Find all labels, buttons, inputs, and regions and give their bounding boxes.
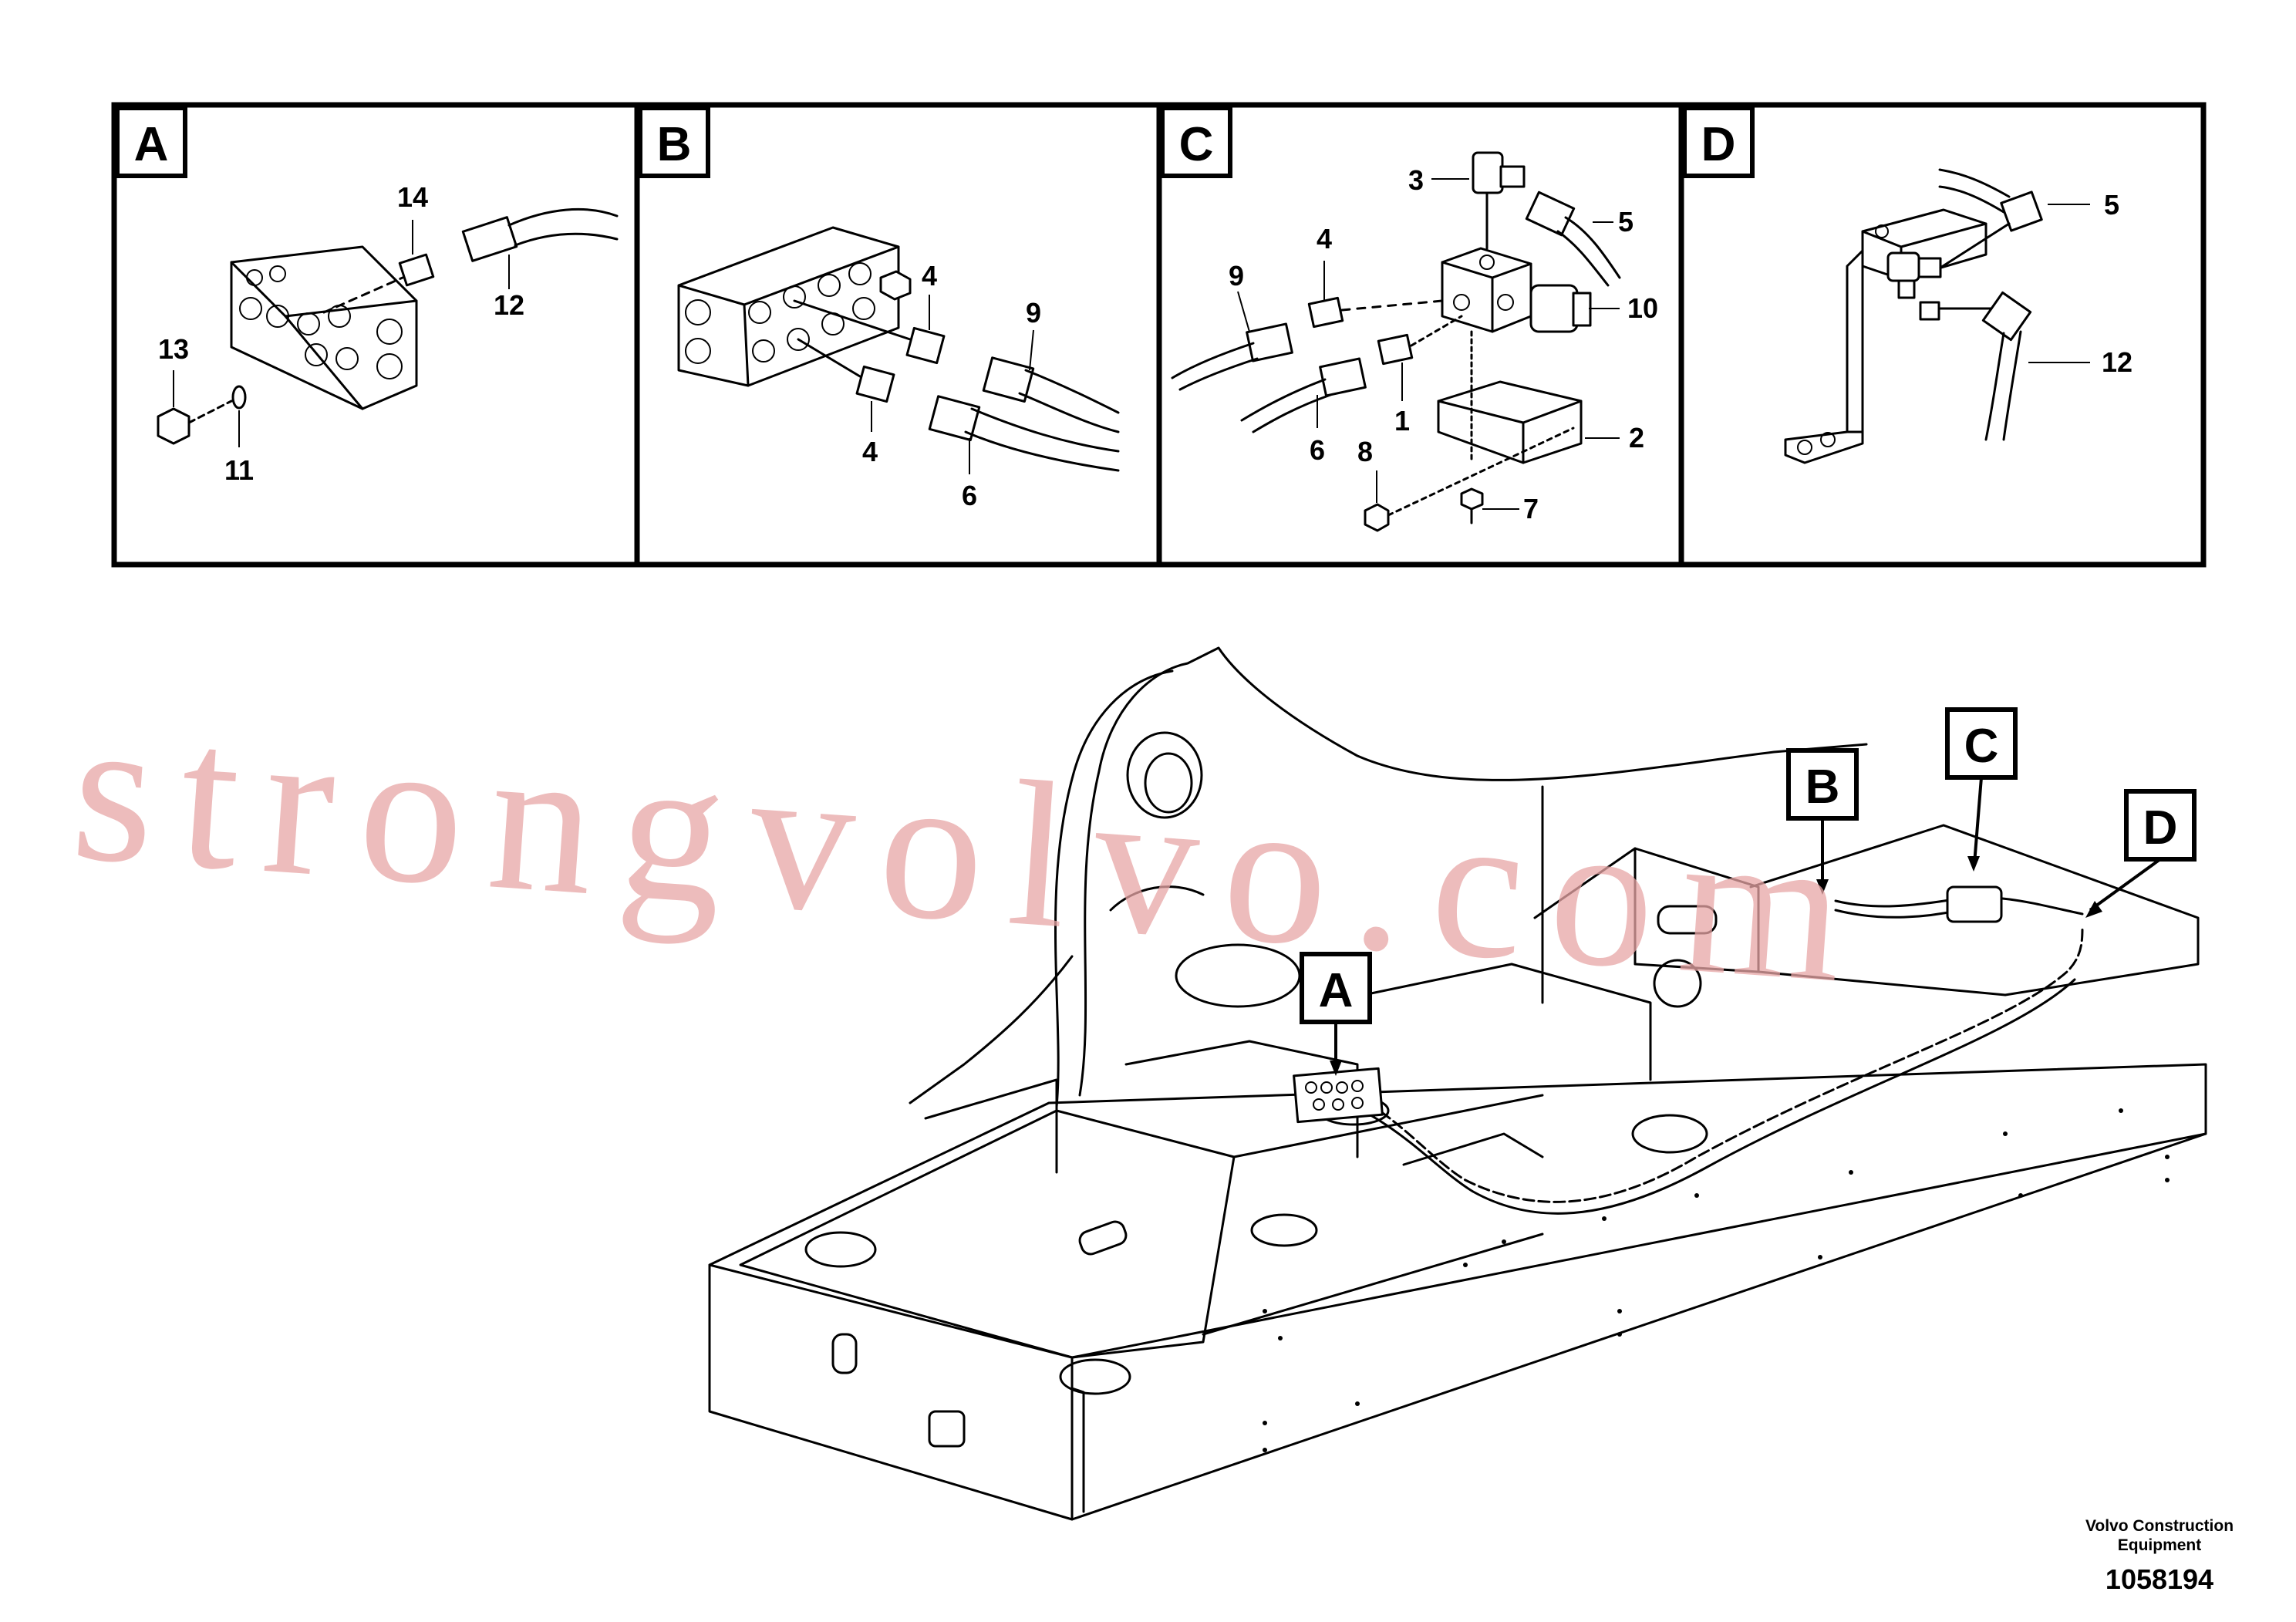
panel-d-hose-5 [1938,168,2043,269]
part-label-7: 7 [1523,493,1539,524]
panel-a-fitting-14 [322,253,435,314]
part-label-4: 4 [922,260,937,292]
overview-callout-a: A [1300,952,1372,1076]
panel-c-valve-body [1441,247,1532,333]
svg-text:C: C [1964,720,1999,773]
panel-b: B [638,106,1120,511]
detail-panels [111,102,2207,568]
panel-c-hose-5 [1525,191,1621,287]
footer: Volvo Construction Equipment 1058194 [2085,1517,2234,1595]
panel-b-fitting-4-upper [793,299,946,365]
panel-c-solenoid-10 [1529,284,1592,333]
panel-d-letter-box [1682,106,1755,178]
part-label-9: 9 [1026,297,1041,329]
svg-text:D: D [2143,801,2178,855]
part-label-1: 1 [1394,405,1410,437]
overview-callout-d: D [2085,789,2197,918]
panel-b-fitting-4-lower [797,338,895,403]
panel-c-letter-box [1160,106,1232,178]
panel-a: A [115,106,619,486]
panel-d-letter: D [1701,118,1736,171]
panel-c-elbow-3 [1472,151,1526,250]
panel-b-letter-box [638,106,710,178]
panel-a-washer-11 [231,385,247,410]
part-label-10: 10 [1627,292,1658,324]
part-label-12: 12 [2102,346,2132,378]
part-label-9: 9 [1229,260,1244,292]
panel-b-letter: B [657,118,692,171]
part-label-12: 12 [494,289,524,321]
part-label-6: 6 [1310,434,1325,466]
part-label-6: 6 [962,480,977,511]
overview-machine-frame [708,646,2207,1521]
svg-text:A: A [1319,964,1354,1017]
part-label-4: 4 [862,436,878,467]
panel-d-tee-fitting [1886,251,1942,321]
watermark: strongvolvo.com [66,673,1877,1028]
part-label-2: 2 [1629,422,1644,454]
panel-a-plug-13 [157,400,233,445]
part-label-3: 3 [1408,164,1424,196]
panel-c-letter: C [1179,118,1214,171]
panel-c-screw-8 [1364,427,1575,532]
panel-c: C [1160,106,1658,532]
part-label-4: 4 [1317,223,1332,255]
svg-text:B: B [1805,760,1840,814]
brand-line-2: Equipment [2118,1536,2202,1554]
panel-b-hose-9 [982,356,1120,433]
panel-d-hose-12 [1937,291,2032,441]
overview-callout-b: B [1786,748,1859,895]
panel-c-fitting-1 [1377,315,1463,366]
part-label-11: 11 [224,454,254,486]
part-label-14: 14 [397,181,428,213]
panel-a-letter: A [134,118,169,171]
panel-c-hose-9 [1171,322,1293,391]
overview-callout-c: C [1945,707,2018,872]
brand-line-1: Volvo Construction [2085,1517,2234,1535]
panel-b-hose-6 [928,395,1120,472]
panel-d: D 5 12 [1682,106,2132,464]
panel-a-letter-box [115,106,187,178]
panel-c-bracket-2 [1437,330,1583,464]
panel-b-valve-block [677,226,912,387]
panel-a-valve-block [230,245,418,410]
part-label-5: 5 [2104,189,2119,221]
panel-c-hose-6 [1240,357,1367,433]
panel-d-bracket [1784,208,1988,464]
panel-c-fitting-4 [1307,296,1444,329]
part-label-13: 13 [158,333,189,365]
part-label-8: 8 [1357,436,1373,467]
drawing-number: 1058194 [2106,1563,2213,1595]
part-label-5: 5 [1618,206,1633,238]
panel-c-screw-7 [1460,487,1484,524]
panel-a-hose-12 [461,207,619,262]
